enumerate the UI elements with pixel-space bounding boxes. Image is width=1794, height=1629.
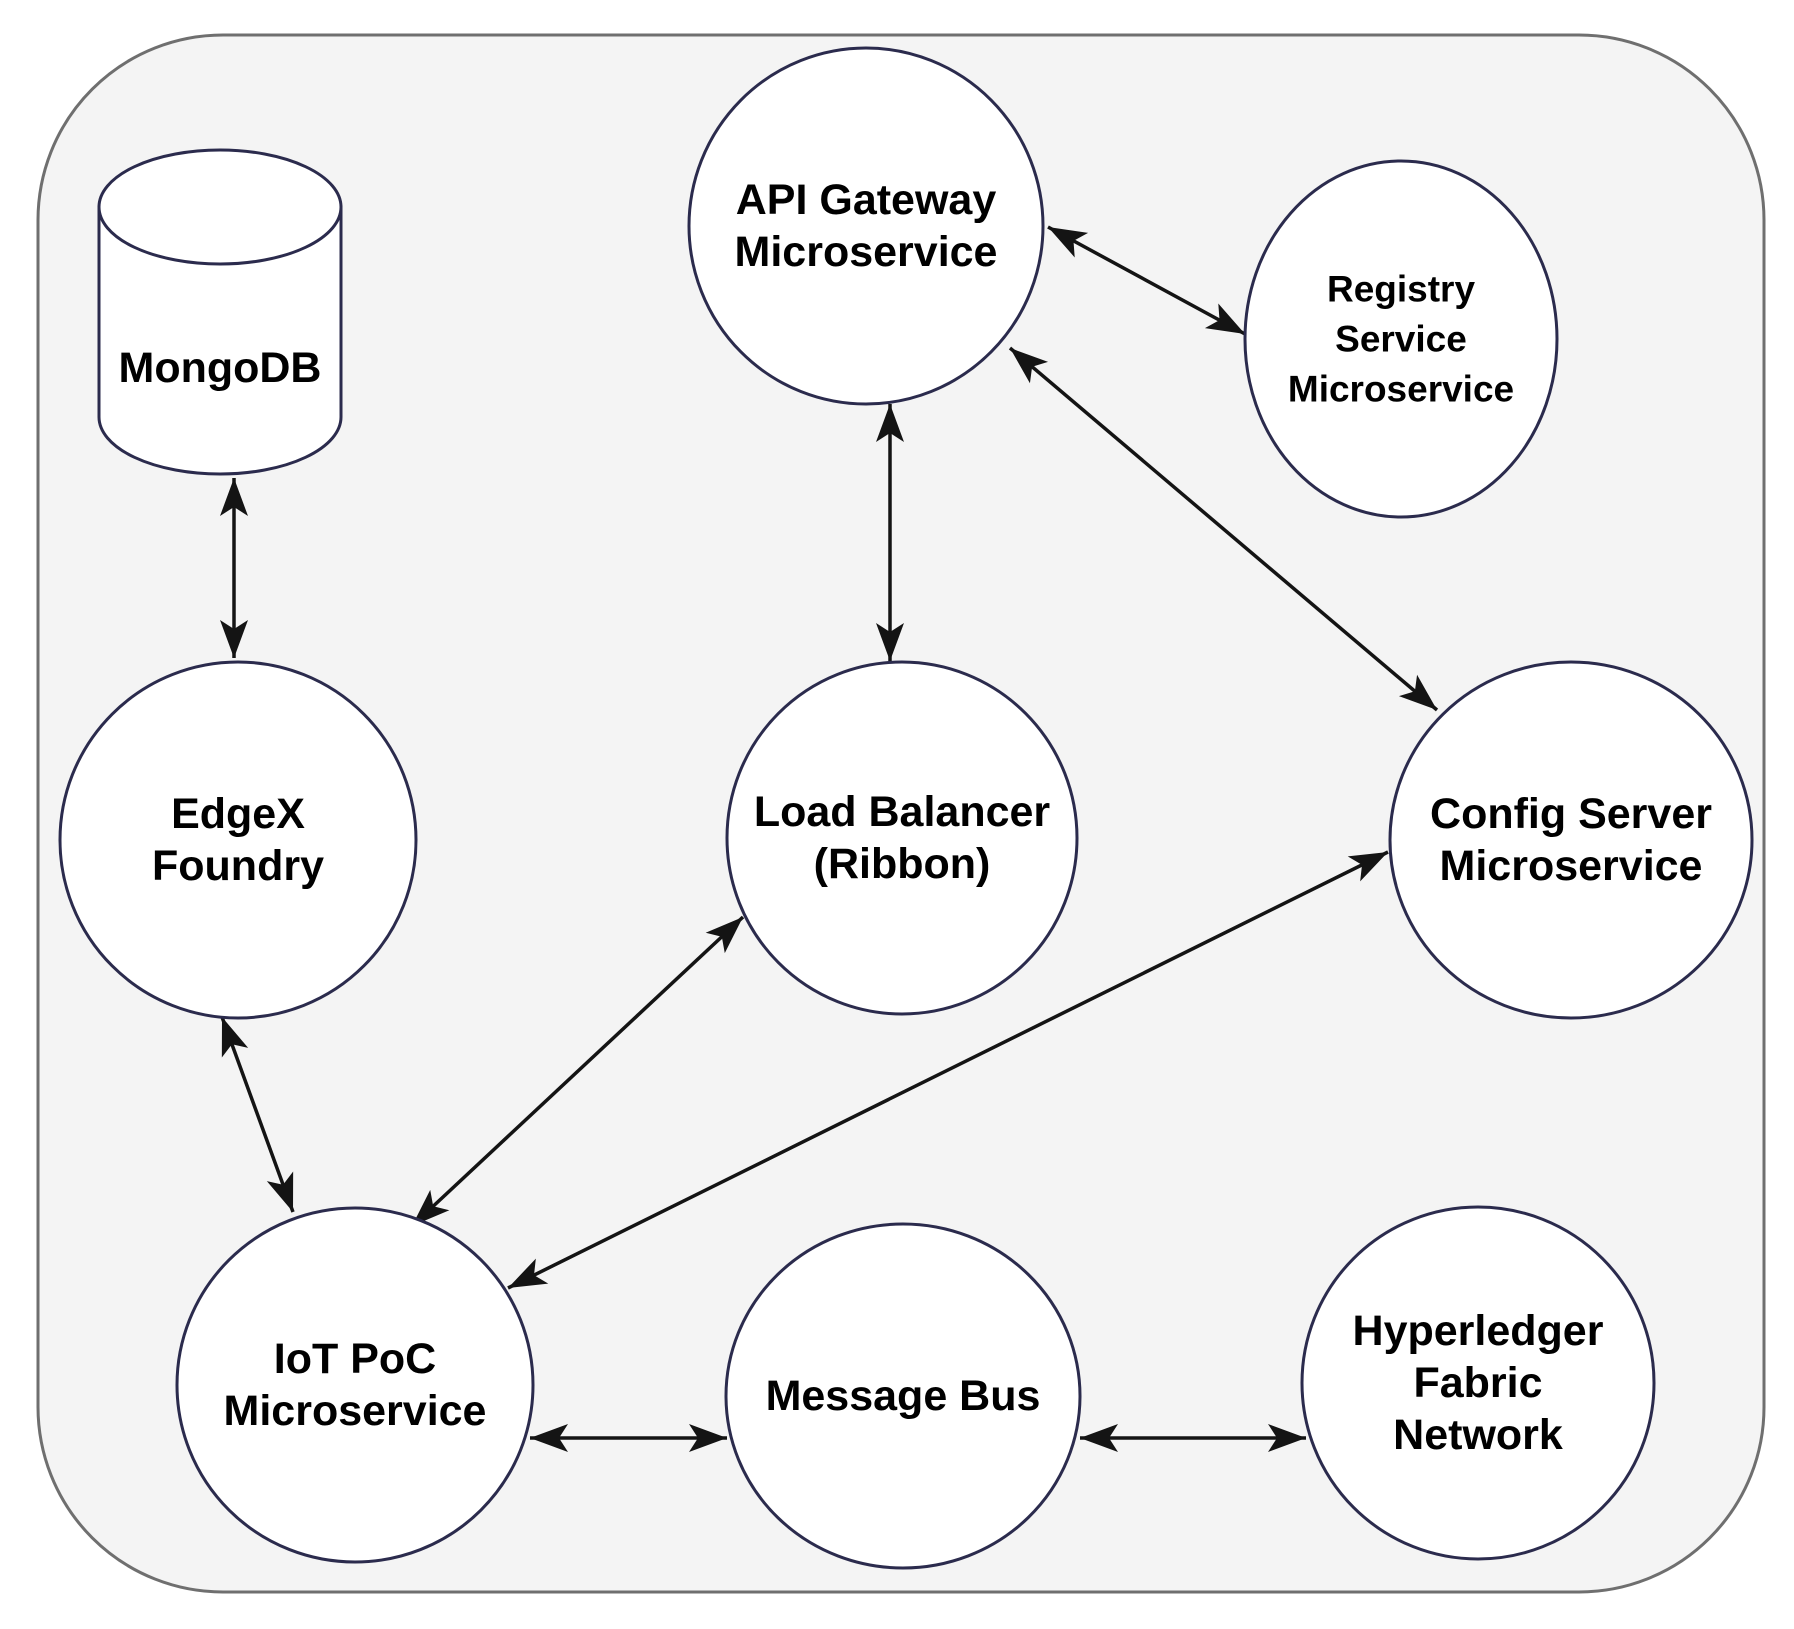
node-load-balancer: Load Balancer(Ribbon) <box>725 660 1079 1016</box>
node-message-bus: Message Bus <box>724 1222 1082 1570</box>
node-iot-poc-shape <box>175 1206 535 1564</box>
node-api-gateway-shape <box>687 46 1045 406</box>
node-edgex-foundry-shape <box>58 660 418 1020</box>
node-mongodb: MongoDB <box>97 148 343 476</box>
node-mongodb-top <box>97 148 343 266</box>
node-mongodb-label: MongoDB <box>119 344 322 392</box>
node-registry-service-shape <box>1243 159 1559 519</box>
edge-api-config-server <box>1008 346 1439 712</box>
node-config-server-shape <box>1388 660 1754 1020</box>
edge-edgex-iot-poc <box>220 1016 295 1213</box>
edge-config-server-iot-poc <box>507 850 1389 1290</box>
node-mongodb-body <box>97 205 343 476</box>
node-message-bus-shape <box>724 1222 1082 1570</box>
node-load-balancer-label: Load Balancer(Ribbon) <box>754 788 1051 888</box>
edge-api-registry <box>1047 225 1246 336</box>
node-hyperledger-fabric-shape <box>1300 1205 1656 1561</box>
node-message-bus-label: Message Bus <box>766 1372 1041 1420</box>
node-load-balancer-shape <box>725 660 1079 1016</box>
